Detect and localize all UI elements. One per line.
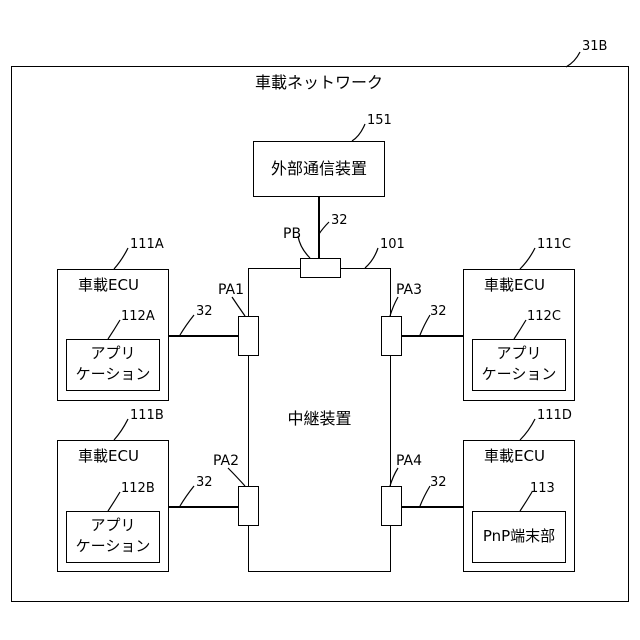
port-pa2-label: PA2 [213, 454, 239, 468]
link-ref-pa4: 32 [430, 476, 447, 489]
link-pa4-line [401, 506, 463, 508]
external-comm-label: 外部通信装置 [253, 161, 385, 177]
link-ref-pb: 32 [331, 214, 348, 227]
port-pa3-label: PA3 [396, 283, 422, 297]
ecu-a-app-line2: ケーション [66, 364, 160, 384]
port-pa2 [238, 486, 259, 526]
ecu-b-app-line2: ケーション [66, 536, 160, 556]
ecu-a-label: 車載ECU [78, 278, 139, 293]
network-title: 車載ネットワーク [255, 75, 383, 91]
ecu-b-inner-ref: 112B [121, 482, 155, 495]
link-ref-pa2: 32 [196, 476, 213, 489]
link-pa1-line [168, 335, 238, 337]
link-ref-pa3: 32 [430, 305, 447, 318]
relay-label: 中継装置 [248, 411, 391, 427]
link-pa2-line [168, 506, 238, 508]
ecu-c-ref: 111C [537, 238, 571, 251]
port-pa1-label: PA1 [218, 283, 244, 297]
port-pa4-label: PA4 [396, 454, 422, 468]
ecu-d-pnp-label: PnP端末部 [472, 526, 566, 546]
port-pa3 [381, 316, 402, 356]
ecu-a-ref: 111A [130, 238, 164, 251]
ecu-c-inner-ref: 112C [527, 310, 561, 323]
ecu-c-app-line2: ケーション [472, 364, 566, 384]
ecu-c-app-line1: アプリ [472, 343, 566, 363]
link-pa3-line [401, 335, 463, 337]
ecu-a-app-line1: アプリ [66, 343, 160, 363]
leader-31b [566, 52, 580, 67]
port-pb-label: PB [283, 227, 301, 241]
relay-ref: 101 [380, 238, 405, 251]
port-pa1 [238, 316, 259, 356]
port-pb [300, 258, 341, 278]
ecu-b-ref: 111B [130, 409, 164, 422]
ecu-d-inner-ref: 113 [530, 482, 555, 495]
ecu-a-inner-ref: 112A [121, 310, 155, 323]
figure-ref-label: 31B [582, 40, 607, 53]
ecu-c-label: 車載ECU [484, 278, 545, 293]
external-comm-ref: 151 [367, 114, 392, 127]
link-ref-pa1: 32 [196, 305, 213, 318]
port-pa4 [381, 486, 402, 526]
ecu-d-label: 車載ECU [484, 449, 545, 464]
link-pb-line [318, 197, 320, 258]
ecu-b-label: 車載ECU [78, 449, 139, 464]
ecu-b-app-line1: アプリ [66, 515, 160, 535]
ecu-d-ref: 111D [537, 409, 572, 422]
